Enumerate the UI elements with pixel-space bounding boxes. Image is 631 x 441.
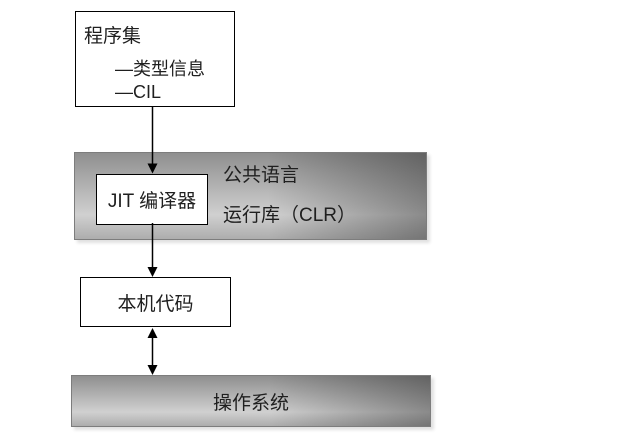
os-label: 操作系统 [212,392,289,414]
native-to-os-double-arrow [147,328,158,375]
jit-compiler-label: JIT 编译器 [107,191,197,212]
os-bar: 操作系统 [71,375,431,427]
native-code-box: 本机代码 [80,277,231,327]
assembly-to-jit-arrow [147,107,158,174]
assembly-box: 程序集 —类型信息 —CIL [75,11,235,107]
native-code-label: 本机代码 [117,293,194,315]
clr-label-line2: 运行库（CLR） [223,205,357,226]
clr-label-line1: 公共语言 [223,165,300,186]
assembly-title: 程序集 [84,26,142,47]
jit-to-native-arrow [147,223,158,277]
clr-label: 公共语言 运行库（CLR） [223,166,356,226]
clr-box: JIT 编译器 公共语言 运行库（CLR） [74,152,427,240]
jit-compiler-box: JIT 编译器 [96,174,208,225]
assembly-item-type-info: —类型信息 [115,59,205,79]
assembly-item-cil: —CIL [115,82,162,102]
